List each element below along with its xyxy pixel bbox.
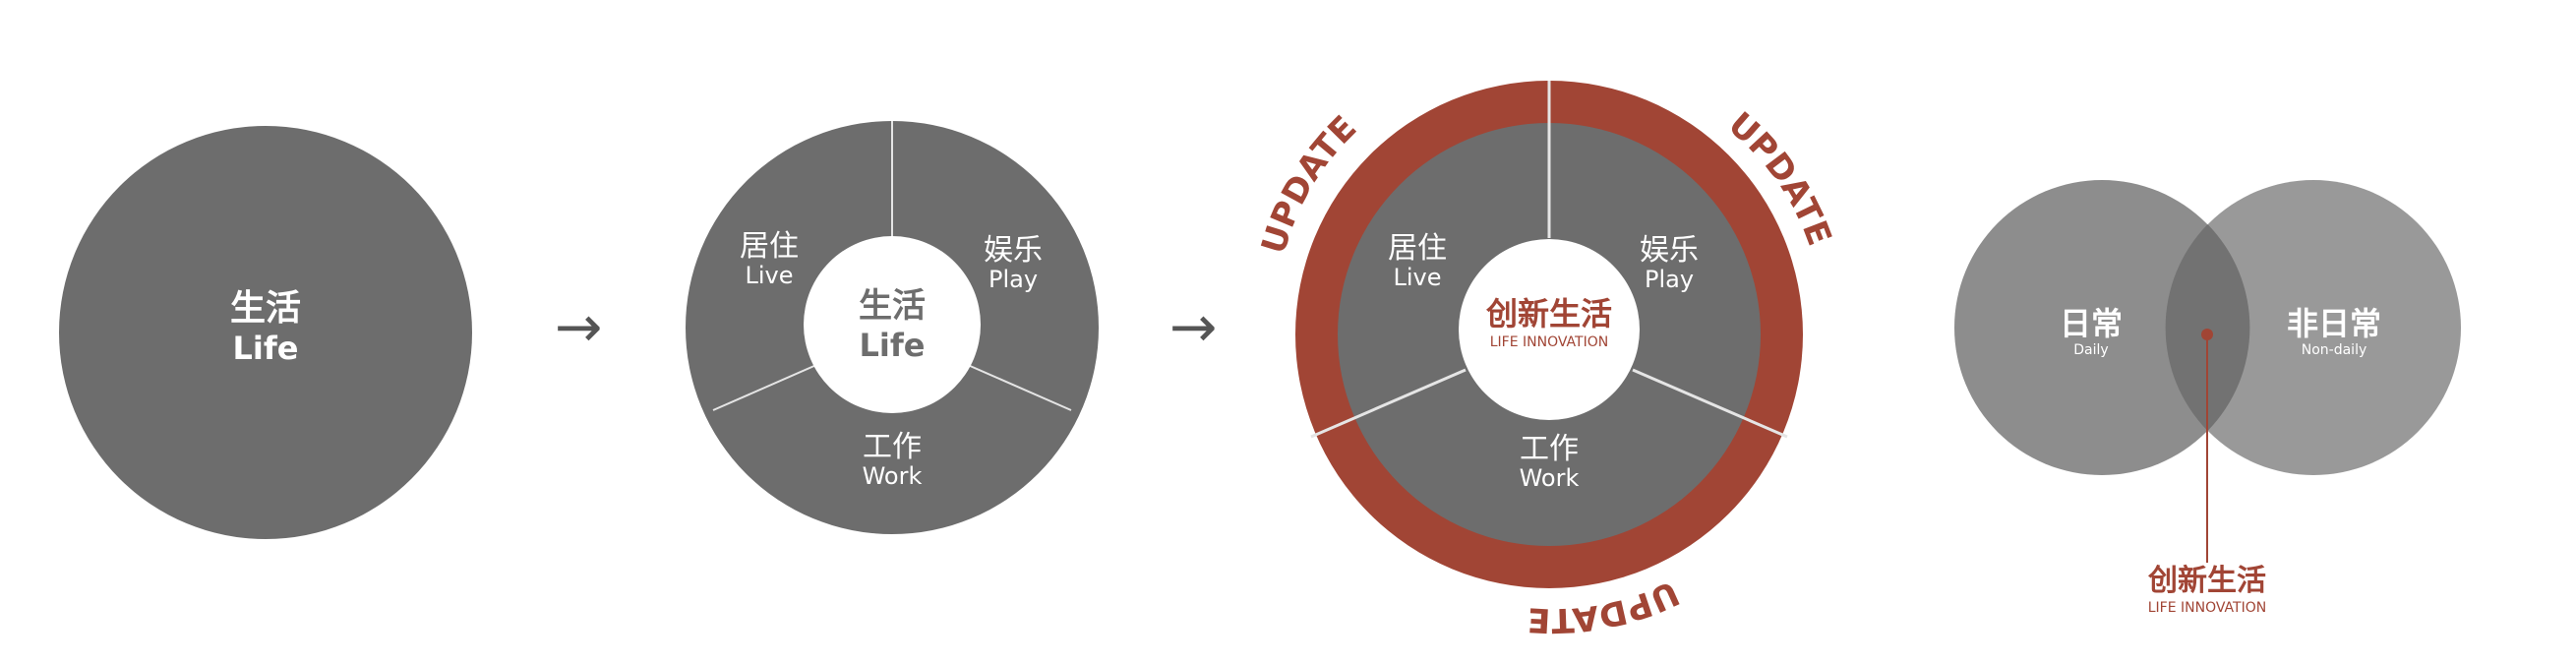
center-label-en: Life <box>860 327 926 364</box>
ring-live-cn: 居住 <box>1388 231 1447 266</box>
segment-play-en: Play <box>988 266 1038 293</box>
segment-work-cn: 工作 <box>863 430 922 464</box>
venn-nondaily-circle <box>2166 180 2461 475</box>
segment-play-cn: 娱乐 <box>984 233 1043 268</box>
life-title-en: Life <box>233 330 299 367</box>
life-circle-group: 生活 Life <box>59 126 472 539</box>
innovation-center-cn: 创新生活 <box>1485 295 1612 332</box>
update-ring-group: 创新生活 LIFE INNOVATION 居住 Live 娱乐 Play 工作 … <box>1254 81 1839 639</box>
venn-nondaily-cn: 非日常 <box>2287 305 2381 342</box>
innovation-center-en: LIFE INNOVATION <box>1490 334 1608 350</box>
overlap-label-cn: 创新生活 <box>2147 564 2266 598</box>
ring-play-en: Play <box>1645 266 1694 293</box>
ring-work-en: Work <box>1520 464 1580 492</box>
venn-group: 日常 Daily 非日常 Non-daily 创新生活 LIFE INNOVAT… <box>1954 180 2461 616</box>
venn-nondaily-en: Non-daily <box>2302 342 2367 358</box>
venn-daily-en: Daily <box>2073 342 2108 358</box>
venn-daily-circle <box>1954 180 2249 475</box>
life-title-cn: 生活 <box>230 288 301 329</box>
center-circle <box>804 236 981 413</box>
ring-live-en: Live <box>1393 264 1441 291</box>
arrow-2: → <box>1169 293 1218 360</box>
ring-divider-right <box>1632 368 1788 439</box>
segment-work-en: Work <box>863 462 923 490</box>
ring-play-cn: 娱乐 <box>1640 233 1699 268</box>
segment-live-cn: 居住 <box>740 229 799 264</box>
ring-divider-left <box>1310 368 1467 439</box>
venn-overlap <box>2165 224 2250 431</box>
divider-right <box>967 364 1072 411</box>
overlap-label-en: LIFE INNOVATION <box>2148 600 2266 616</box>
center-label-cn: 生活 <box>859 286 926 326</box>
life-circle <box>59 126 472 539</box>
segment-live-en: Live <box>745 262 793 289</box>
segments-circle-group: 生活 Life 居住 Live 娱乐 Play 工作 Work <box>686 121 1099 534</box>
ring-work-cn: 工作 <box>1520 432 1579 466</box>
innovation-center <box>1459 239 1640 420</box>
arrow-1: → <box>555 293 603 360</box>
venn-daily-cn: 日常 <box>2060 305 2123 342</box>
divider-left <box>712 364 817 411</box>
